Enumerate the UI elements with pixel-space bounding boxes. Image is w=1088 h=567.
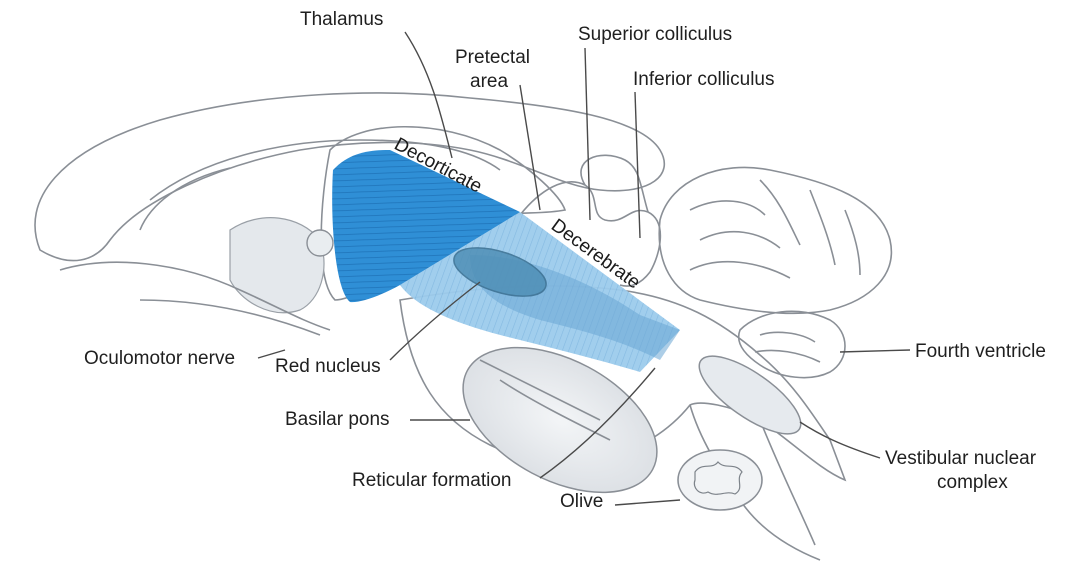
pretectal-label-line2: area bbox=[470, 71, 508, 92]
fourth-ventricle-label: Fourth ventricle bbox=[915, 341, 1046, 362]
vestibular-label-line1: Vestibular nuclear bbox=[885, 448, 1037, 469]
olive-shape bbox=[678, 450, 762, 510]
inferior-colliculus-label: Inferior colliculus bbox=[633, 69, 775, 90]
leader-fourth-ventricle bbox=[840, 350, 910, 352]
red-nucleus-label: Red nucleus bbox=[275, 356, 381, 377]
pretectal-label-line1: Pretectal bbox=[455, 47, 530, 68]
leader-vestibular bbox=[800, 422, 880, 458]
oculomotor-nerve-label: Oculomotor nerve bbox=[84, 348, 235, 369]
leader-inferior-colliculus bbox=[635, 92, 640, 238]
leader-superior-colliculus bbox=[585, 48, 590, 220]
superior-colliculus-label: Superior colliculus bbox=[578, 24, 732, 45]
reticular-formation-label: Reticular formation bbox=[352, 470, 511, 491]
thalamus-label: Thalamus bbox=[300, 9, 383, 30]
vestibular-label-line2: complex bbox=[937, 472, 1008, 493]
cerebellum bbox=[659, 167, 891, 377]
anterior-commissure bbox=[307, 230, 333, 256]
leader-olive bbox=[615, 500, 680, 505]
hypothalamus-shading bbox=[60, 218, 333, 335]
basilar-pons-label: Basilar pons bbox=[285, 409, 390, 430]
olive-label: Olive bbox=[560, 491, 603, 512]
